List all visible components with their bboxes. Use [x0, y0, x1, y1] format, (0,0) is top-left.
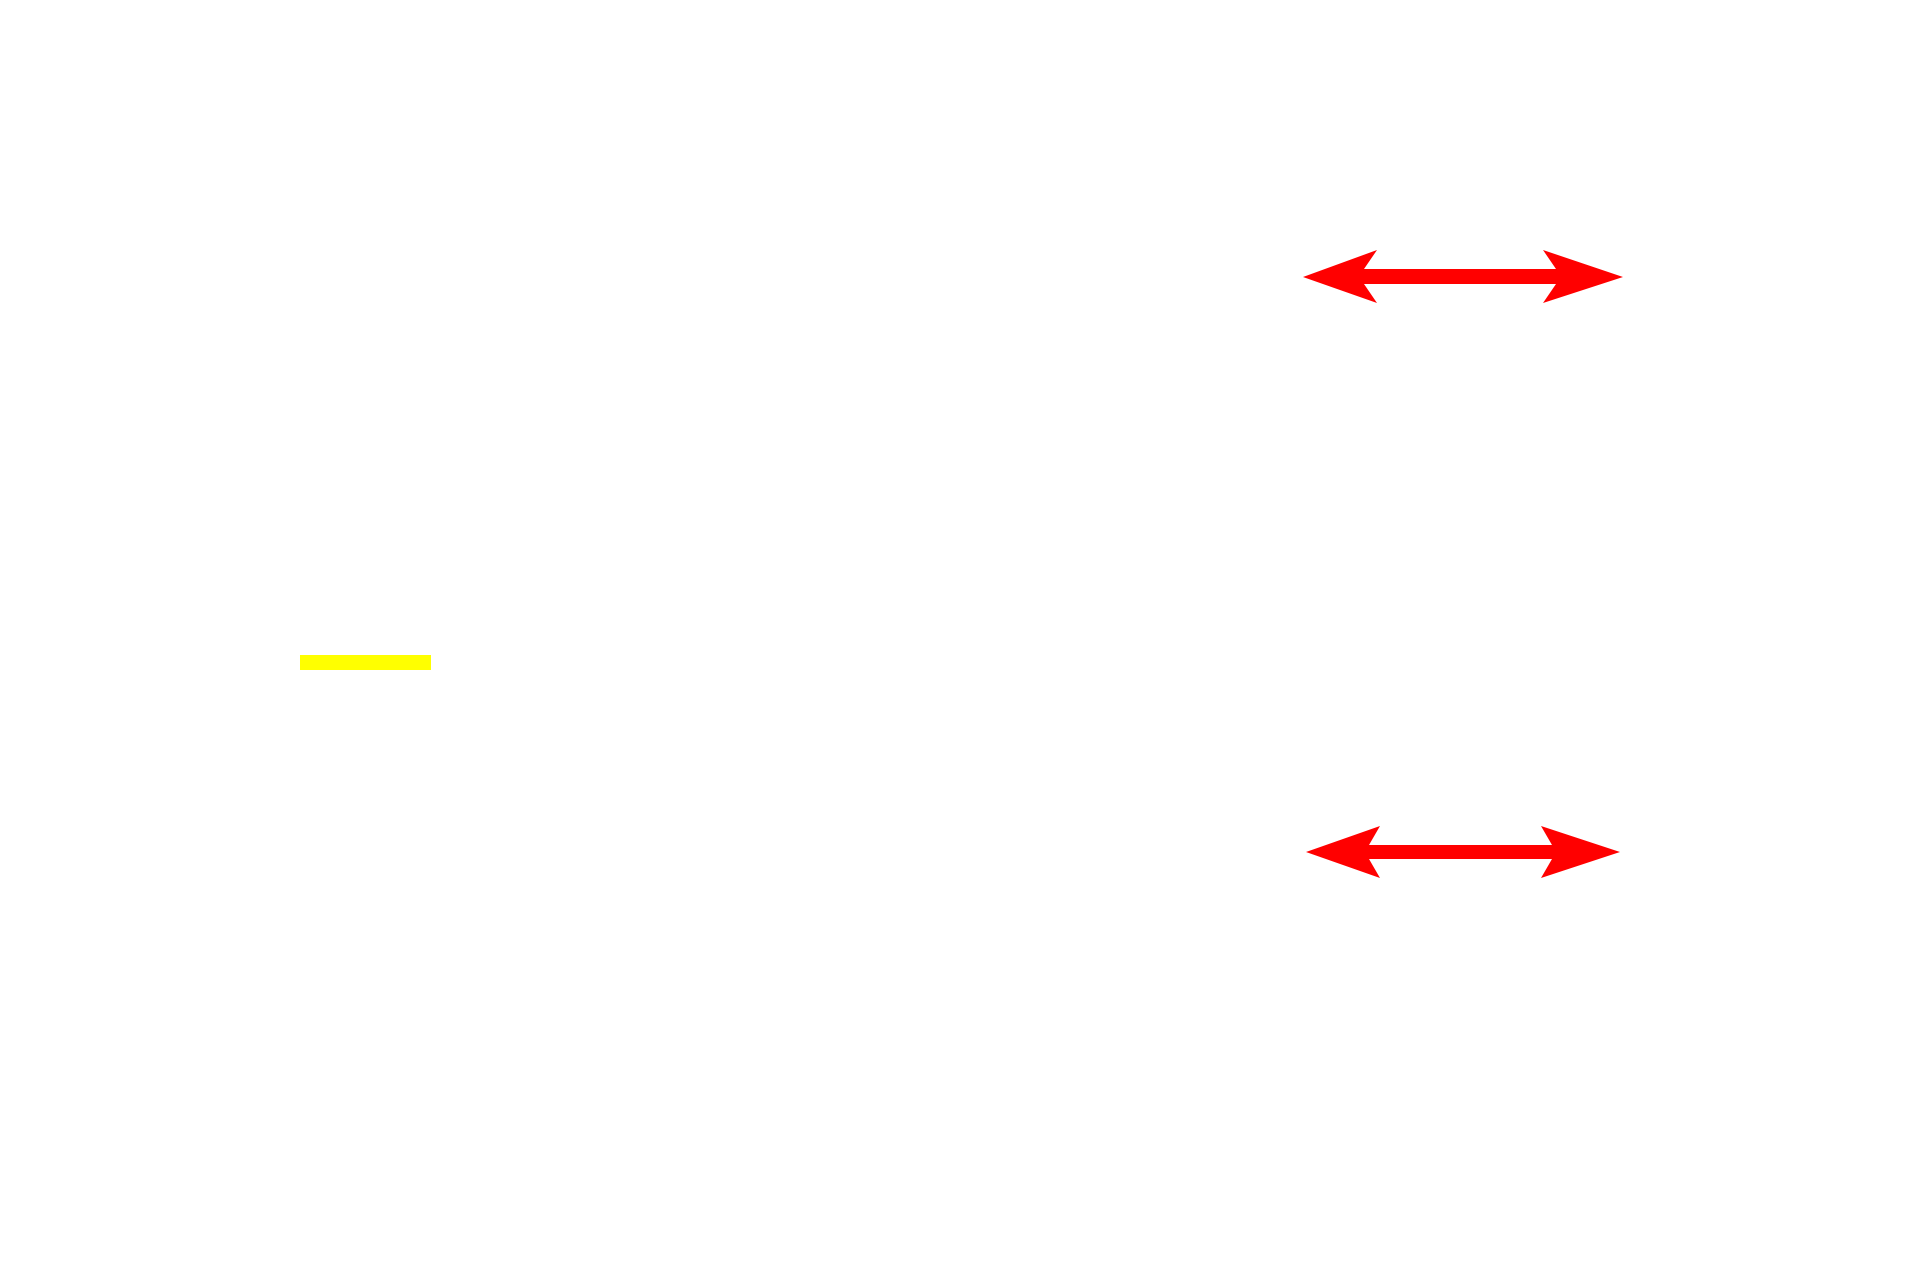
yellow-bar-marker-icon [300, 655, 431, 670]
upper-double-headed-arrow-icon [1303, 250, 1623, 303]
lower-double-headed-arrow-icon [1306, 826, 1620, 878]
upper-arrow-shape [1303, 250, 1623, 303]
lower-arrow-shape [1306, 826, 1620, 878]
